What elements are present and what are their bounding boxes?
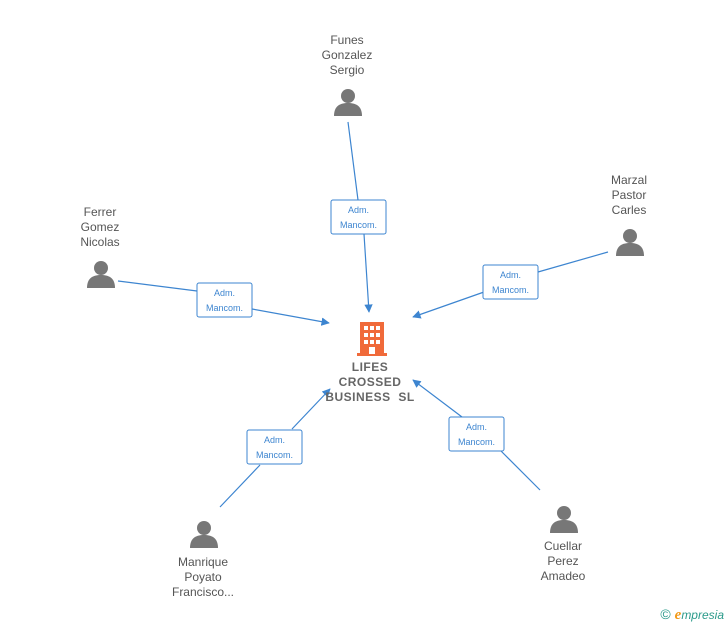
relation-label-ferrer[interactable]: Adm. Mancom. xyxy=(196,282,253,318)
edge-cuellar xyxy=(413,380,541,491)
person-name-line3: Francisco... xyxy=(172,585,234,599)
person-icon xyxy=(616,229,644,256)
person-icon xyxy=(87,261,115,288)
relation-role-line2: Mancom. xyxy=(340,220,377,230)
relation-role-line2: Mancom. xyxy=(458,437,495,447)
person-node-cuellar[interactable]: Cuellar Perez Amadeo xyxy=(541,506,586,583)
company-name-line1: LIFES xyxy=(352,360,389,374)
company-node[interactable]: LIFES CROSSED BUSINESS SL xyxy=(325,322,414,404)
relation-label-manrique[interactable]: Adm. Mancom. xyxy=(246,429,303,465)
person-name-line1: Cuellar xyxy=(544,539,582,553)
brand-name: mpresia xyxy=(681,608,724,622)
person-name-line1: Marzal xyxy=(611,173,647,187)
relation-role-line1: Adm. xyxy=(264,435,285,445)
person-name-line2: Pastor xyxy=(612,188,647,202)
empresia-watermark: ©empresia xyxy=(660,606,724,624)
relation-role-line2: Mancom. xyxy=(206,303,243,313)
person-name-line3: Carles xyxy=(612,203,647,217)
relation-role-line1: Adm. xyxy=(348,205,369,215)
copyright-symbol: © xyxy=(660,606,671,622)
person-name-line3: Sergio xyxy=(330,63,365,77)
relation-label-cuellar[interactable]: Adm. Mancom. xyxy=(448,416,505,452)
person-name-line1: Ferrer xyxy=(84,205,117,219)
person-name-line3: Nicolas xyxy=(80,235,119,249)
company-name-line3: BUSINESS SL xyxy=(325,390,414,404)
edge-funes xyxy=(347,121,369,312)
relation-label-marzal[interactable]: Adm. Mancom. xyxy=(482,264,539,300)
person-node-ferrer[interactable]: Ferrer Gomez Nicolas xyxy=(80,205,120,288)
relation-label-funes[interactable]: Adm. Mancom. xyxy=(330,199,387,235)
person-node-marzal[interactable]: Marzal Pastor Carles xyxy=(611,173,647,256)
relation-role-line2: Mancom. xyxy=(492,285,529,295)
person-node-manrique[interactable]: Manrique Poyato Francisco... xyxy=(172,521,234,599)
relation-role-line1: Adm. xyxy=(500,270,521,280)
person-name-line2: Gomez xyxy=(81,220,120,234)
company-name-line2: CROSSED xyxy=(339,375,402,389)
person-name-line1: Funes xyxy=(330,33,363,47)
person-name-line3: Amadeo xyxy=(541,569,586,583)
edges xyxy=(117,121,609,508)
person-name-line1: Manrique xyxy=(178,555,228,569)
relation-role-line2: Mancom. xyxy=(256,450,293,460)
person-name-line2: Gonzalez xyxy=(322,48,373,62)
edge-manrique xyxy=(219,389,330,508)
person-icon xyxy=(190,521,218,548)
building-icon xyxy=(357,322,387,356)
edge-ferrer xyxy=(117,280,329,323)
person-name-line2: Poyato xyxy=(184,570,222,584)
relation-role-line1: Adm. xyxy=(214,288,235,298)
brand-initial: e xyxy=(674,607,682,623)
edge-marzal xyxy=(413,251,609,317)
person-name-line2: Perez xyxy=(547,554,578,568)
person-node-funes[interactable]: Funes Gonzalez Sergio xyxy=(322,33,373,116)
relation-role-line1: Adm. xyxy=(466,422,487,432)
person-icon xyxy=(334,89,362,116)
person-icon xyxy=(550,506,578,533)
